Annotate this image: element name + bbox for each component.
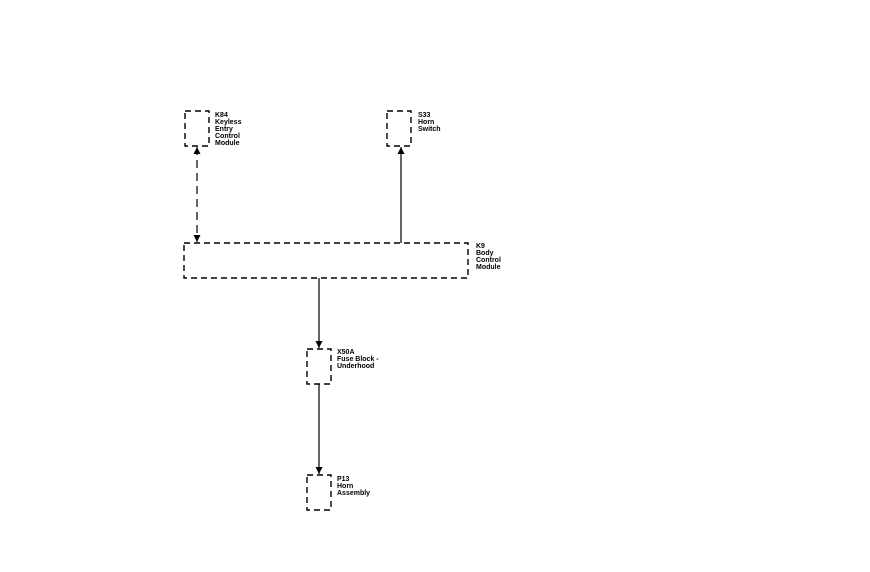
k9-label: K9 Body Control Module bbox=[476, 243, 503, 271]
component-p13: P13 Horn Assembly bbox=[306, 474, 370, 511]
x50a-label: X50A Fuse Block - Underhood bbox=[337, 349, 381, 370]
p13-label: P13 Horn Assembly bbox=[337, 476, 370, 497]
k84-box bbox=[184, 110, 210, 147]
k9-box bbox=[183, 242, 469, 279]
s33-box bbox=[386, 110, 412, 147]
p13-box bbox=[306, 474, 332, 511]
component-x50a: X50A Fuse Block - Underhood bbox=[306, 348, 381, 385]
component-k84: K84 Keyless Entry Control Module bbox=[184, 110, 243, 147]
s33-label: S33 Horn Switch bbox=[418, 112, 441, 133]
component-k9: K9 Body Control Module bbox=[183, 242, 503, 279]
k84-label: K84 Keyless Entry Control Module bbox=[215, 112, 243, 147]
component-s33: S33 Horn Switch bbox=[386, 110, 441, 147]
x50a-box bbox=[306, 348, 332, 385]
